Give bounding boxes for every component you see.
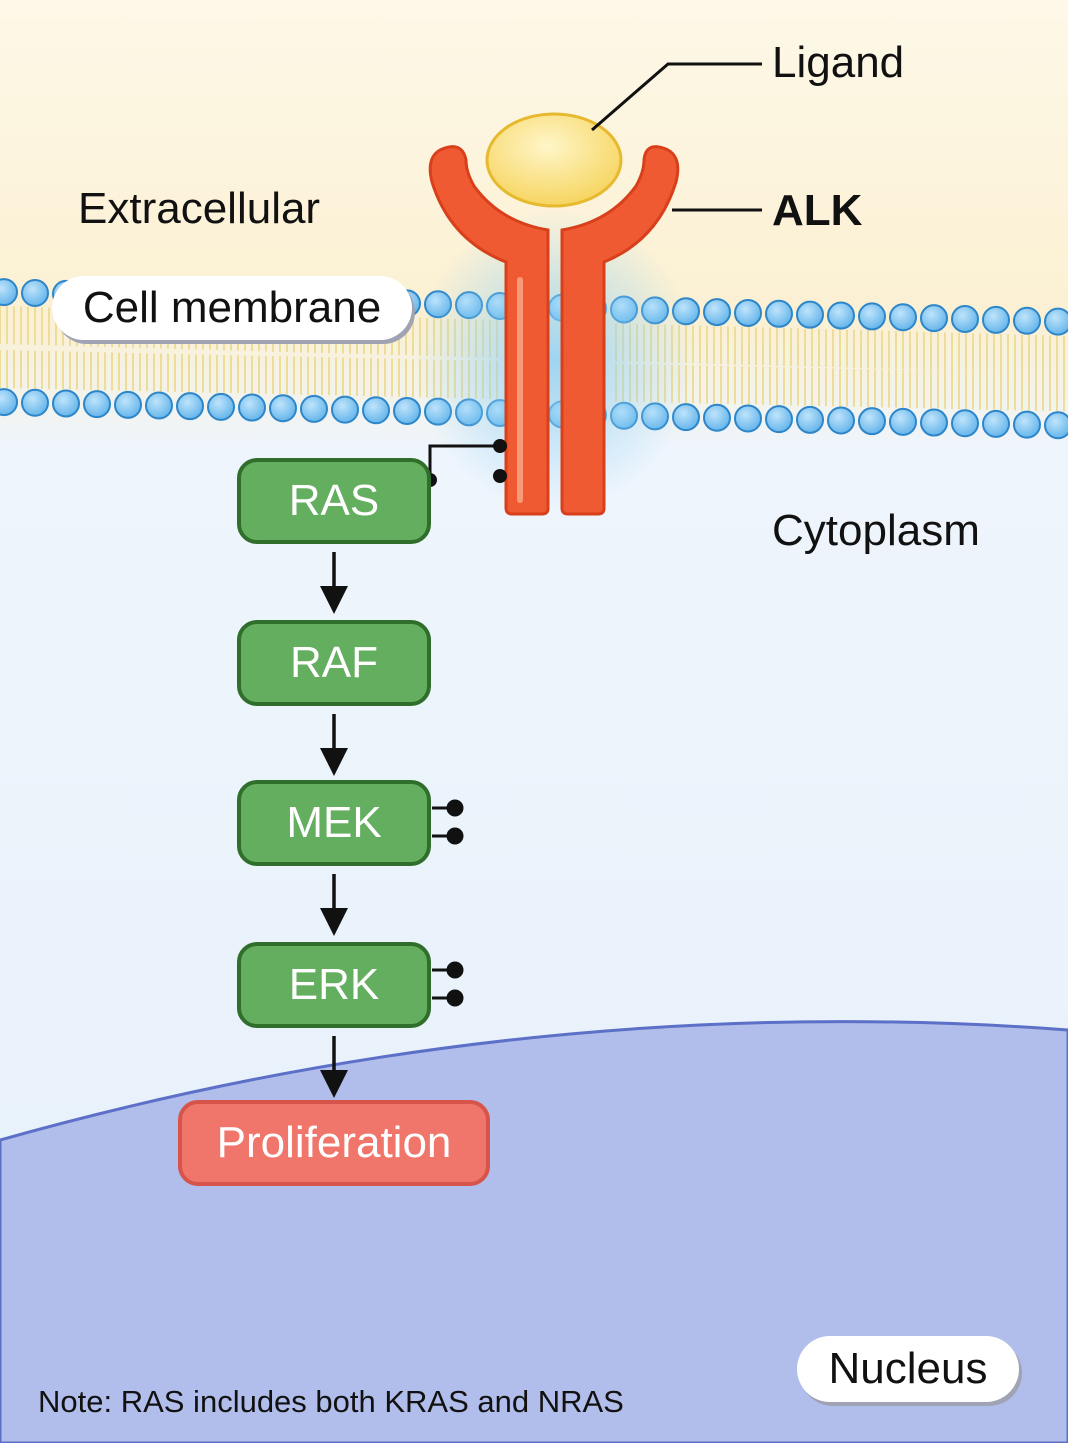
lipid-head <box>889 303 917 332</box>
lipid-head <box>827 301 855 330</box>
lipid-head <box>114 390 142 419</box>
lipid-head <box>300 394 328 423</box>
ligand-callout-line <box>591 62 762 132</box>
lipid-head <box>734 298 762 327</box>
erk-phospho-marks <box>432 961 464 1007</box>
lipid-head <box>858 302 886 331</box>
extracellular-label: Extracellular <box>78 184 321 233</box>
lipid-head <box>238 393 266 422</box>
lipid-head <box>982 305 1010 334</box>
lipid-head <box>0 388 18 417</box>
lipid-head <box>52 389 80 418</box>
lipid-head <box>1013 306 1041 335</box>
lipid-head <box>1013 410 1041 439</box>
lipid-head <box>951 409 979 438</box>
lipid-head <box>393 396 421 425</box>
lipid-head <box>362 396 390 425</box>
lipid-head <box>176 392 204 421</box>
lipid-head <box>83 390 111 419</box>
lipid-head <box>21 278 49 307</box>
lipid-head <box>145 391 173 420</box>
lipid-head <box>269 394 297 423</box>
lipid-head <box>703 298 731 327</box>
mek-node: MEK <box>237 780 431 866</box>
cytoplasm-label: Cytoplasm <box>772 506 980 555</box>
lipid-head <box>796 405 824 434</box>
cell-membrane-label: Cell membrane <box>52 276 412 340</box>
proliferation-node: Proliferation <box>178 1100 490 1186</box>
lipid-head <box>331 395 359 424</box>
erk-node: ERK <box>237 942 431 1028</box>
receptor-glow <box>415 210 695 510</box>
ligand-molecule <box>485 112 623 208</box>
alk-label: ALK <box>772 186 863 235</box>
lipid-head <box>207 392 235 421</box>
footnote: Note: RAS includes both KRAS and NRAS <box>38 1384 624 1419</box>
lipid-head <box>889 407 917 436</box>
lipid-head <box>0 278 18 307</box>
lipid-head <box>703 403 731 432</box>
mek-phospho-marks <box>432 799 464 845</box>
ras-node: RAS <box>237 458 431 544</box>
nucleus-label: Nucleus <box>797 1336 1019 1402</box>
lipid-head <box>951 305 979 334</box>
lipid-head <box>765 405 793 434</box>
lipid-head <box>21 388 49 417</box>
raf-node: RAF <box>237 620 431 706</box>
receptor-right-chain <box>560 145 680 516</box>
lipid-head <box>734 404 762 433</box>
lipid-head <box>982 409 1010 438</box>
lipid-head <box>765 299 793 328</box>
lipid-head <box>858 407 886 436</box>
lipid-head <box>1044 411 1068 440</box>
lipid-head <box>920 408 948 437</box>
lipid-head <box>920 304 948 333</box>
ligand-label: Ligand <box>772 38 905 87</box>
lipid-head <box>796 300 824 329</box>
lipid-head <box>1044 307 1068 336</box>
lipid-head <box>827 406 855 435</box>
